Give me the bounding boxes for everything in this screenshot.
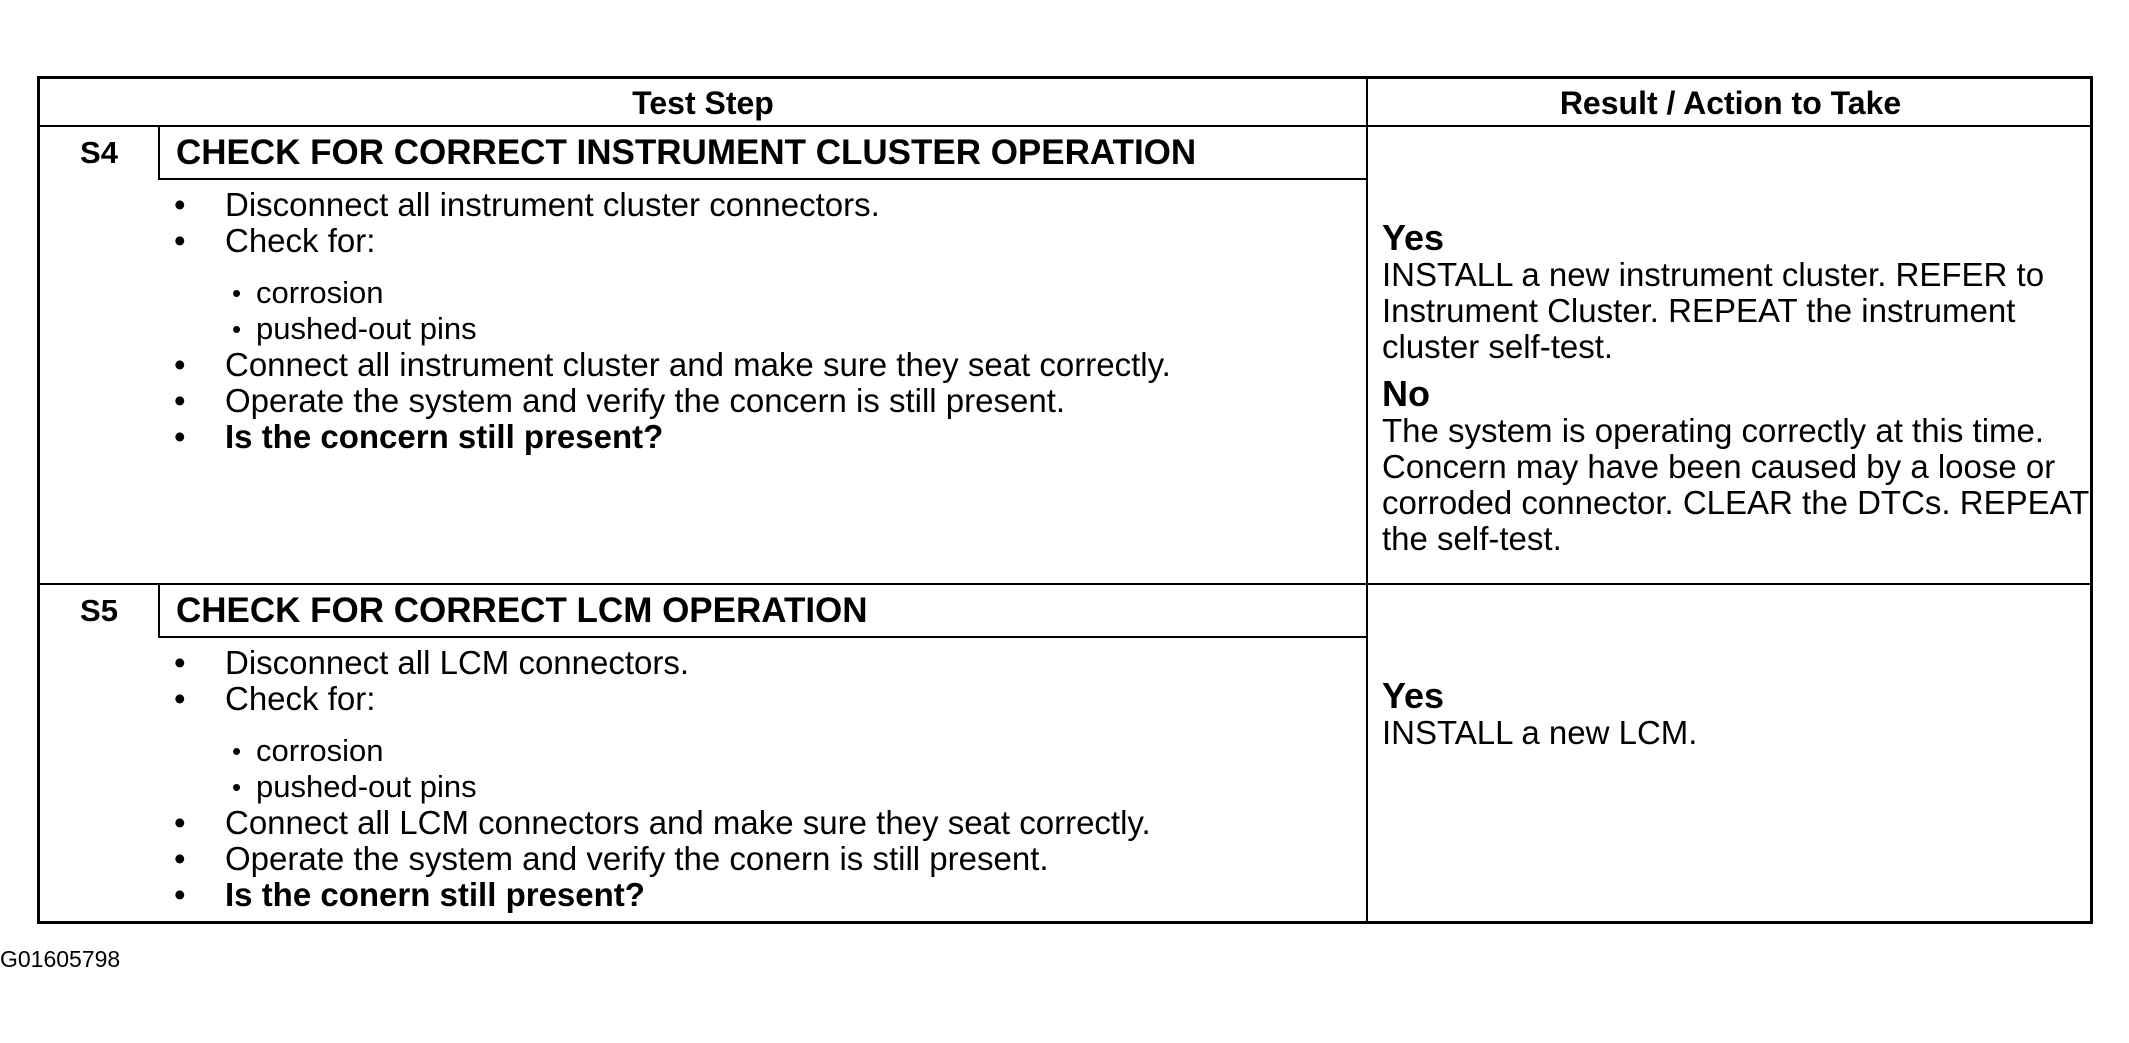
result-yes-label: Yes (1382, 217, 1445, 258)
sub-list-item: pushed-out pins (170, 311, 1350, 347)
sub-list-item: corrosion (170, 275, 1350, 311)
row-divider (40, 583, 2093, 585)
step-title-divider (158, 178, 1366, 180)
list-item: Check for: (170, 223, 1350, 260)
step-id-divider (158, 585, 160, 637)
result-cell-s5: Yes INSTALL a new LCM. (1382, 677, 2097, 761)
test-step-table: Test Step Result / Action to Take S4 CHE… (37, 76, 2093, 924)
sub-list: corrosion pushed-out pins (170, 733, 1350, 805)
list-item: Connect all LCM connectors and make sure… (170, 805, 1350, 842)
figure-id: G01605798 (0, 946, 121, 972)
list-item: Operate the system and verify the concer… (170, 383, 1350, 420)
step-title-s4: CHECK FOR CORRECT INSTRUMENT CLUSTER OPE… (176, 133, 1197, 172)
header-divider (40, 125, 2093, 127)
list-item: Connect all instrument cluster and make … (170, 347, 1225, 384)
result-yes-text: INSTALL a new LCM. (1382, 714, 1698, 751)
list-item: Operate the system and verify the conern… (170, 841, 1350, 878)
step-body-s4: Disconnect all instrument cluster connec… (170, 187, 1350, 456)
sub-list: corrosion pushed-out pins (170, 275, 1350, 347)
list-item: Check for: (170, 681, 1350, 718)
result-yes-label: Yes (1382, 675, 1445, 716)
sub-list-item: pushed-out pins (170, 769, 1350, 805)
result-no-text: The system is operating correctly at thi… (1382, 412, 2089, 557)
list-item: Disconnect all instrument cluster connec… (170, 187, 1350, 224)
list-item-question: Is the concern still present? (170, 419, 1350, 456)
step-id-divider (158, 127, 160, 179)
list-item-question: Is the conern still present? (170, 877, 1350, 914)
header-test-step: Test Step (632, 84, 774, 121)
list-item: Disconnect all LCM connectors. (170, 645, 1350, 682)
column-divider (1366, 79, 1368, 921)
sub-list-item: corrosion (170, 733, 1350, 769)
result-yes-text: INSTALL a new instrument cluster. REFER … (1382, 256, 2045, 365)
step-body-s5: Disconnect all LCM connectors. Check for… (170, 645, 1350, 914)
step-title-s5: CHECK FOR CORRECT LCM OPERATION (176, 591, 868, 630)
step-title-divider (158, 636, 1366, 638)
header-result-action: Result / Action to Take (1559, 84, 1902, 121)
result-cell-s4: Yes INSTALL a new instrument cluster. RE… (1382, 219, 2097, 567)
step-id-s4: S4 (80, 135, 118, 170)
step-id-s5: S5 (80, 593, 118, 628)
result-no-label: No (1382, 373, 1430, 414)
